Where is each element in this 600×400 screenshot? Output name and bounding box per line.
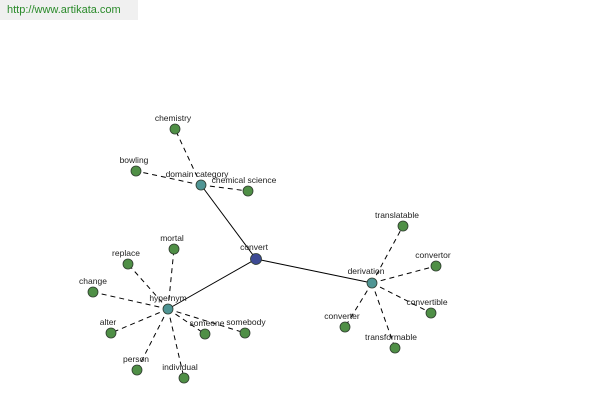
edge-derivation-convertor [371,265,437,284]
node-replace-dot[interactable] [122,258,134,270]
edge-derivation-translatable [371,225,404,284]
edge-derivation-convertible [371,282,432,314]
edge-domain-category-chemical-science [200,184,249,192]
node-convertor-label[interactable]: convertor [415,250,451,260]
node-someone-label[interactable]: someone [190,318,225,328]
node-person-label[interactable]: person [123,354,149,364]
node-converter-label[interactable]: converter [324,311,360,321]
node-transformable-label[interactable]: transformable [365,332,417,342]
node-convert-label[interactable]: convert [240,242,269,252]
node-somebody-label[interactable]: somebody [226,317,266,327]
node-chemical-science-dot[interactable] [242,185,254,197]
node-transformable[interactable]: transformable [365,332,417,354]
edges-layer [92,128,437,379]
node-convertible[interactable]: convertible [406,297,448,319]
node-translatable-label[interactable]: translatable [375,210,419,220]
node-individual-dot[interactable] [178,372,190,384]
node-alter-dot[interactable] [105,327,117,339]
node-somebody-dot[interactable] [239,327,251,339]
edge-hypernym-alter [110,308,169,334]
node-convertor[interactable]: convertor [415,250,451,272]
node-transformable-dot[interactable] [389,342,401,354]
node-chemistry[interactable]: chemistry [155,113,192,135]
node-domain-category[interactable]: domain category [166,169,230,191]
edge-convert-hypernym [167,258,257,310]
node-hypernym-dot[interactable] [162,303,174,315]
node-convertible-label[interactable]: convertible [406,297,447,307]
node-alter[interactable]: alter [100,317,117,339]
node-bowling-dot[interactable] [130,165,142,177]
node-convert[interactable]: convert [240,242,269,265]
edge-derivation-transformable [371,282,396,349]
edge-domain-category-chemistry [174,128,202,186]
node-change-dot[interactable] [87,286,99,298]
node-derivation[interactable]: derivation [348,266,385,289]
node-someone[interactable]: someone [190,318,225,340]
node-bowling-label[interactable]: bowling [120,155,149,165]
node-replace[interactable]: replace [112,248,140,270]
node-replace-label[interactable]: replace [112,248,140,258]
node-translatable-dot[interactable] [397,220,409,232]
node-chemistry-label[interactable]: chemistry [155,113,192,123]
edge-hypernym-change [92,291,169,310]
edge-hypernym-somebody [167,308,246,334]
node-mortal[interactable]: mortal [160,233,184,255]
node-hypernym-label[interactable]: hypernym [149,293,186,303]
edge-hypernym-individual [167,308,185,379]
edge-convert-derivation [255,258,373,284]
node-someone-dot[interactable] [199,328,211,340]
node-alter-label[interactable]: alter [100,317,117,327]
node-chemical-science-label[interactable]: chemical science [212,175,277,185]
node-mortal-label[interactable]: mortal [160,233,184,243]
edge-domain-category-bowling [135,170,202,186]
node-domain-category-label[interactable]: domain category [166,169,230,179]
edge-hypernym-replace [127,263,169,310]
node-derivation-label[interactable]: derivation [348,266,385,276]
node-individual[interactable]: individual [162,362,198,384]
node-person[interactable]: person [123,354,149,376]
node-translatable[interactable]: translatable [375,210,419,232]
node-change-label[interactable]: change [79,276,107,286]
node-individual-label[interactable]: individual [162,362,198,372]
node-convert-dot[interactable] [250,253,262,265]
node-converter-dot[interactable] [339,321,351,333]
node-hypernym[interactable]: hypernym [149,293,187,315]
node-mortal-dot[interactable] [168,243,180,255]
node-chemistry-dot[interactable] [169,123,181,135]
node-convertible-dot[interactable] [425,307,437,319]
edge-hypernym-mortal [167,248,175,310]
site-url-link[interactable]: http://www.artikata.com [0,0,138,20]
edge-hypernym-someone [167,308,206,335]
node-converter[interactable]: converter [324,311,360,333]
node-convertor-dot[interactable] [430,260,442,272]
nodes-layer: convert domain category hypernym derivation… [79,113,451,384]
node-chemical-science[interactable]: chemical science [212,175,277,197]
node-somebody[interactable]: somebody [226,317,266,339]
node-domain-category-dot[interactable] [195,179,207,191]
node-change[interactable]: change [79,276,107,298]
edge-hypernym-person [136,308,169,371]
node-derivation-dot[interactable] [366,277,378,289]
node-person-dot[interactable] [131,364,143,376]
edge-convert-domain-category [200,184,257,260]
node-bowling[interactable]: bowling [120,155,149,177]
